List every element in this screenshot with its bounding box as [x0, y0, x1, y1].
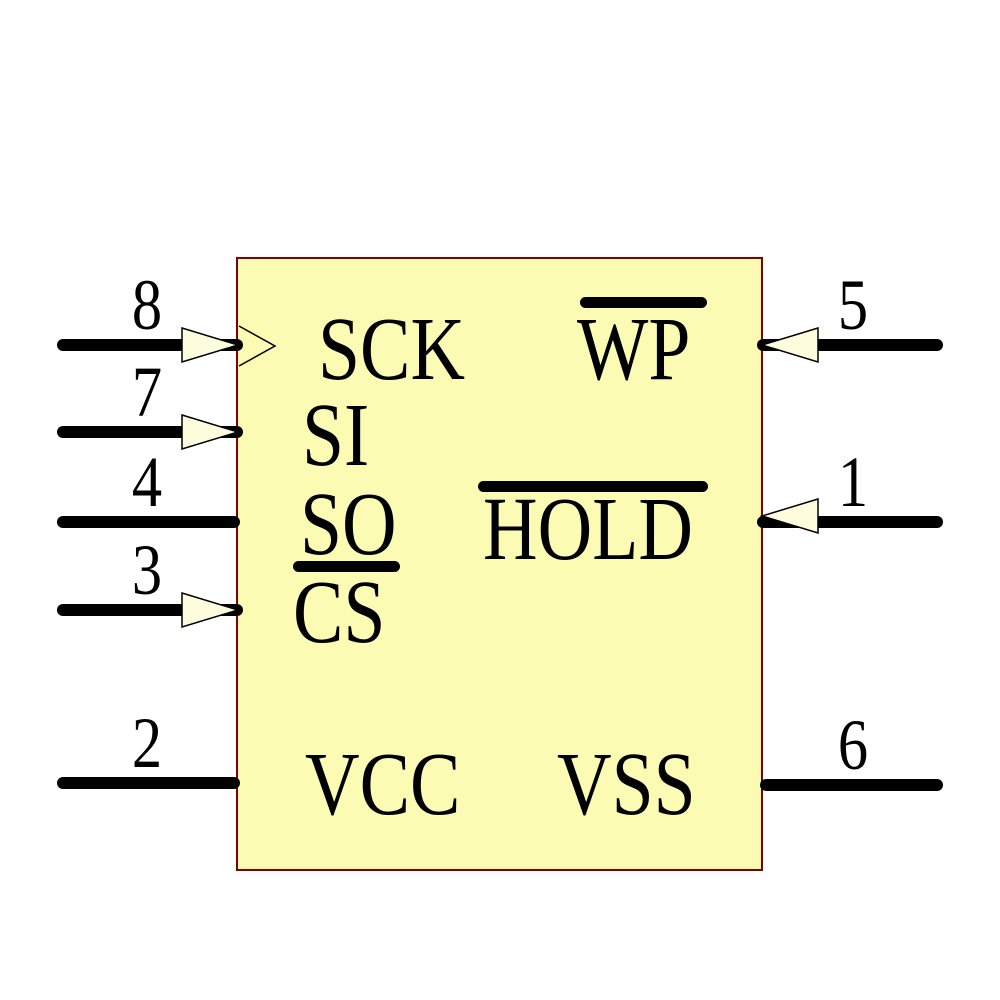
pin-wire-2: [57, 777, 240, 789]
pin-label-wp: WP: [577, 300, 691, 399]
overline-bar-wp: [580, 297, 707, 308]
input-arrow-icon: [760, 497, 819, 535]
clock-input-icon: [238, 325, 277, 367]
pin-number-6: 6: [837, 705, 869, 785]
pin-label-sck: SCK: [318, 300, 466, 399]
pin-number-5: 5: [837, 265, 869, 345]
pin-number-3: 3: [131, 530, 163, 610]
pin-label-so: SO: [300, 475, 397, 574]
pin-label-cs: CS: [293, 563, 386, 662]
overline-bar-cs: [293, 561, 400, 572]
pin-wire-6: [760, 779, 943, 791]
pin-wire-4: [57, 516, 240, 528]
pin-number-1: 1: [837, 442, 869, 522]
input-arrow-icon: [760, 326, 819, 364]
pin-number-2: 2: [131, 703, 163, 783]
input-arrow-icon: [181, 591, 240, 629]
pin-number-4: 4: [131, 442, 163, 522]
overline-bar-hold: [478, 481, 708, 492]
pin-number-8: 8: [131, 265, 163, 345]
pin-number-7: 7: [131, 352, 163, 432]
input-arrow-icon: [181, 326, 240, 364]
pin-label-si: SI: [302, 386, 370, 485]
input-arrow-icon: [181, 413, 240, 451]
pin-label-vss: VSS: [557, 735, 696, 834]
pin-label-vcc: VCC: [305, 735, 461, 834]
pin-label-hold: HOLD: [483, 480, 693, 579]
